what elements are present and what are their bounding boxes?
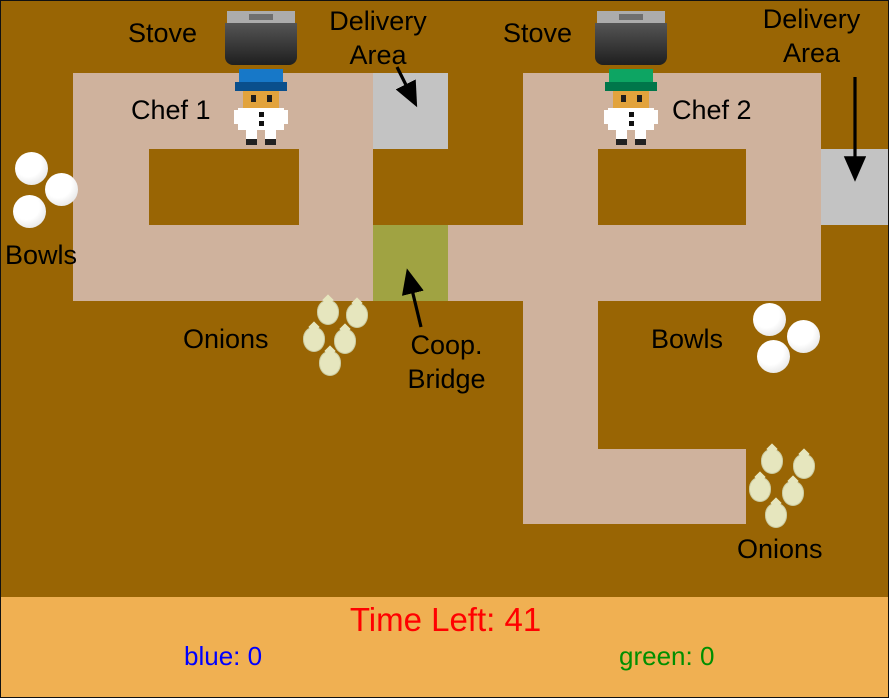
chef2-sprite (604, 69, 658, 147)
stove-left-icon (225, 11, 297, 65)
chef-leg (635, 130, 646, 139)
bowl-icon (15, 152, 48, 185)
stove-knob (249, 14, 273, 20)
delivery-right-label: Delivery Area (733, 3, 888, 71)
stove-right-icon (595, 11, 667, 65)
chef2-label: Chef 2 (672, 95, 752, 125)
chef-torso (608, 108, 654, 130)
chef-hat-brim (605, 82, 657, 91)
bowl-icon (13, 195, 46, 228)
chef-shoe (265, 139, 276, 145)
chef-shoe (635, 139, 646, 145)
green-score-text: green: 0 (619, 641, 715, 671)
onion-icon (317, 300, 339, 325)
delivery-area-right (821, 149, 888, 225)
chef-button (259, 121, 264, 126)
bowls-right-label: Bowls (651, 324, 724, 354)
chef-shoe (616, 139, 627, 145)
chef-eye (251, 95, 256, 102)
stove-right-label: Stove (503, 18, 573, 48)
chef-leg (616, 130, 627, 139)
onions-left-label: Onions (183, 324, 269, 354)
chef-button (259, 112, 264, 117)
chef-button (629, 112, 634, 117)
bowls-left-label: Bowls (5, 240, 78, 270)
chef-shoe (246, 139, 257, 145)
chef-leg (246, 130, 257, 139)
coop-bridge-tile (373, 225, 448, 301)
chef-arm (652, 110, 658, 124)
blue-score-text: blue: 0 (184, 641, 263, 671)
onion-icon (782, 481, 804, 506)
chef-eye (621, 95, 626, 102)
stove-pot (595, 23, 667, 65)
right-kitchen-bottom-arm (598, 449, 746, 524)
chef-arm (234, 110, 240, 124)
onion-icon (303, 327, 325, 352)
delivery-right-label-line2: Area (782, 37, 841, 68)
chef1-sprite (234, 69, 288, 147)
delivery-left-label: Delivery Area (313, 5, 443, 73)
chef-face (613, 91, 649, 108)
bowl-icon (753, 303, 786, 336)
right-kitchen-inner-floor (598, 149, 746, 225)
onion-icon (761, 449, 783, 474)
onion-icon (749, 477, 771, 502)
coop-bridge-label: Coop. Bridge (389, 329, 504, 397)
onion-icon (319, 351, 341, 376)
bowl-icon (757, 340, 790, 373)
chef-arm (604, 110, 610, 124)
delivery-area-left (373, 73, 448, 149)
chef-hat-brim (235, 82, 287, 91)
onion-icon (793, 454, 815, 479)
chef-eye (637, 95, 642, 102)
stove-knob (619, 14, 643, 20)
chef-arm (282, 110, 288, 124)
chef-torso (238, 108, 284, 130)
chef-hat (239, 69, 283, 82)
delivery-left-label-line2: Area (349, 39, 407, 70)
bowl-icon (45, 173, 78, 206)
onion-icon (346, 303, 368, 328)
coop-bridge-label-line1: Coop. (410, 330, 483, 360)
stove-left-label: Stove (128, 18, 198, 48)
chef-button (629, 121, 634, 126)
stove-pot (225, 23, 297, 65)
onions-right-label: Onions (737, 534, 823, 564)
delivery-right-label-line1: Delivery (762, 4, 861, 34)
delivery-left-label-line1: Delivery (329, 6, 427, 36)
right-kitchen-corridor (523, 301, 598, 524)
hud-bar: Time Left: 41 blue: 0 green: 0 (1, 597, 888, 697)
coop-bridge-label-line2: Bridge (407, 363, 486, 394)
bowl-icon (787, 320, 820, 353)
bridge-connector-counter (448, 225, 523, 301)
chef-face (243, 91, 279, 108)
onion-icon (334, 329, 356, 354)
onion-icon (765, 503, 787, 528)
chef1-label: Chef 1 (131, 95, 211, 125)
chef-hat (609, 69, 653, 82)
chef-leg (265, 130, 276, 139)
chef-eye (267, 95, 272, 102)
left-kitchen-inner-floor (149, 149, 299, 225)
time-left-text: Time Left: 41 (349, 601, 542, 638)
